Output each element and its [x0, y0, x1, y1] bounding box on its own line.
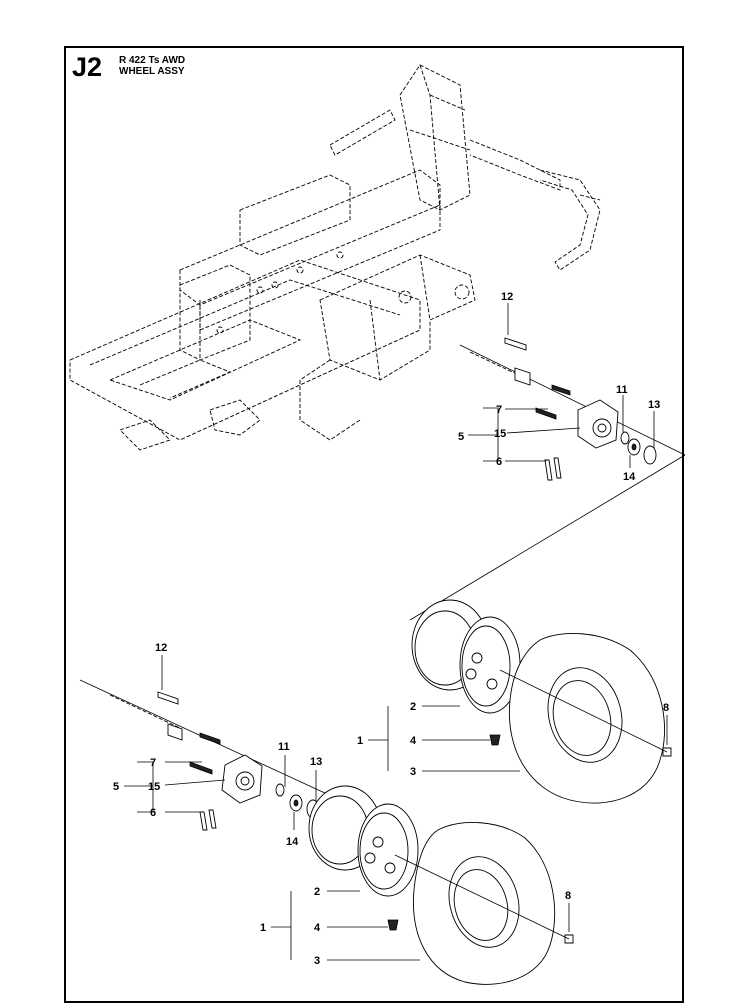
callout-1-left-wheel: 1 [260, 922, 266, 934]
callout-12-upper: 12 [501, 291, 513, 303]
callout-6-upper: 6 [496, 456, 502, 468]
callout-1-right-wheel: 1 [357, 735, 363, 747]
left-wheel-assembly [308, 785, 574, 985]
callout-4-left-wheel: 4 [314, 922, 321, 934]
callout-7-upper: 7 [496, 404, 502, 416]
callout-5-lower: 5 [113, 781, 119, 793]
callout-3-left-wheel: 3 [314, 955, 320, 967]
callout-11-lower: 11 [278, 741, 290, 753]
diagram-frame [64, 46, 684, 1003]
assembly-title: WHEEL ASSY [119, 66, 185, 77]
callout-15-lower: 15 [148, 781, 160, 793]
upper-hub-assembly [409, 337, 686, 621]
callout-leaders [124, 303, 668, 961]
callout-4-right-wheel: 4 [410, 735, 417, 747]
callout-6-lower: 6 [150, 807, 156, 819]
callout-13-upper: 13 [648, 399, 660, 411]
callout-14-lower: 14 [286, 836, 299, 848]
callout-2-right-wheel: 2 [410, 701, 416, 713]
lower-hub-assembly [79, 679, 341, 831]
callout-15-upper: 15 [494, 428, 506, 440]
callout-12-lower: 12 [155, 642, 167, 654]
callout-labels: 12 11 13 7 15 5 6 14 12 11 13 7 15 5 6 1… [113, 291, 669, 967]
callout-2-left-wheel: 2 [314, 886, 320, 898]
callout-3-right-wheel: 3 [410, 766, 416, 778]
callout-11-upper: 11 [616, 384, 628, 396]
callout-7-lower: 7 [150, 757, 156, 769]
section-code: J2 [72, 52, 103, 82]
callout-14-upper: 14 [623, 471, 636, 483]
model-title: R 422 Ts AWD [119, 55, 186, 66]
callout-8-left-wheel: 8 [565, 890, 571, 902]
callout-5-upper: 5 [458, 431, 464, 443]
right-wheel-assembly [411, 599, 672, 804]
chassis-frame [69, 64, 601, 451]
callout-13-lower: 13 [310, 756, 322, 768]
callout-8-right-wheel: 8 [663, 702, 669, 714]
